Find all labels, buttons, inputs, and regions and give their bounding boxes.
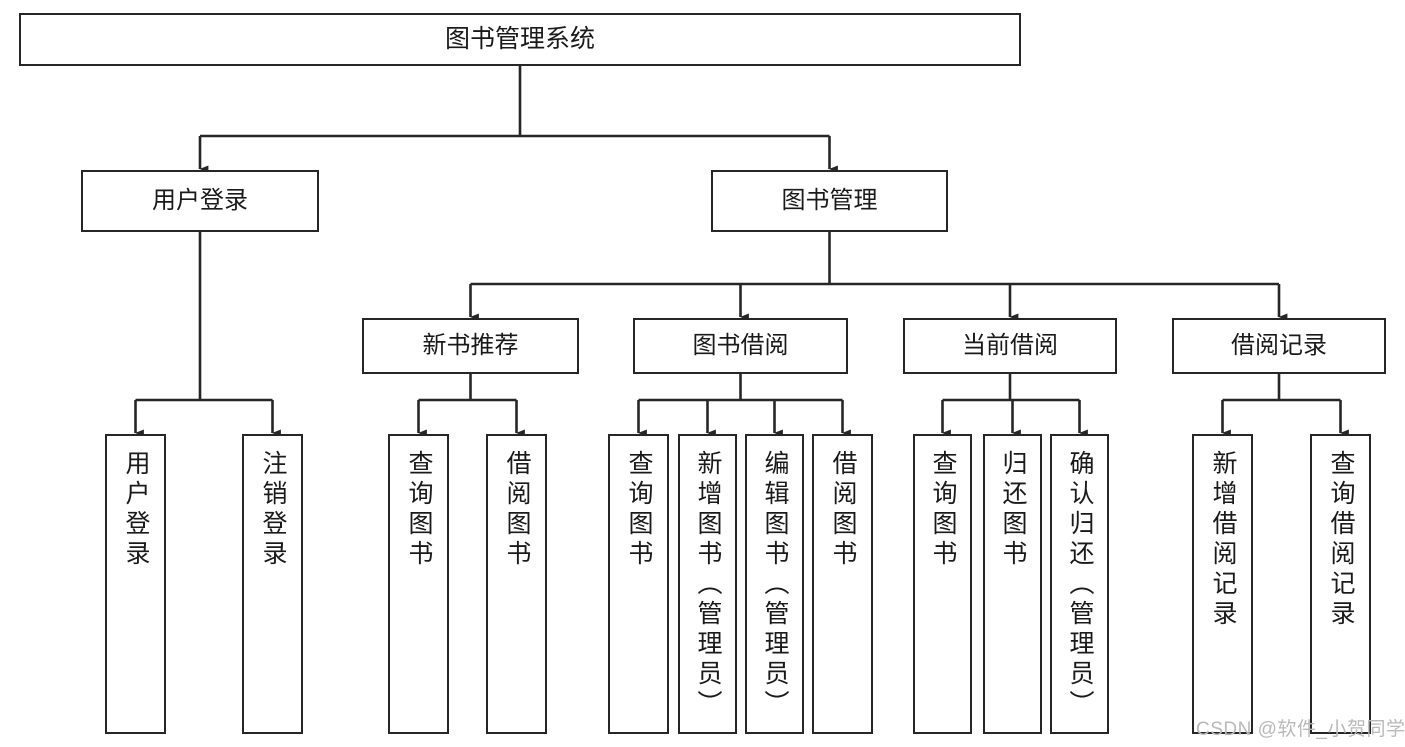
- node-leaf-cb-confirm[interactable]: 确认归还（管理员）: [1050, 434, 1109, 734]
- node-leaf-user-logout[interactable]: 注销登录: [242, 434, 303, 734]
- node-label-leaf-user-logout: 注销登录: [259, 450, 287, 570]
- node-label-leaf-cb-query: 查询图书: [929, 450, 957, 570]
- node-label-new-book-rec: 新书推荐: [422, 331, 519, 359]
- node-leaf-br-query[interactable]: 查询借阅记录: [1310, 434, 1371, 734]
- node-root[interactable]: 图书管理系统: [19, 13, 1021, 66]
- node-leaf-bb-borrow[interactable]: 借阅图书: [812, 434, 873, 734]
- node-leaf-rec-query[interactable]: 查询图书: [388, 434, 449, 734]
- node-label-borrow-record: 借阅记录: [1231, 331, 1327, 359]
- node-book-borrow[interactable]: 图书借阅: [633, 318, 848, 374]
- node-label-leaf-rec-query: 查询图书: [405, 450, 433, 570]
- node-label-leaf-bb-query: 查询图书: [625, 450, 653, 570]
- node-leaf-bb-query[interactable]: 查询图书: [608, 434, 669, 734]
- node-label-leaf-user-login: 用户登录: [122, 450, 150, 570]
- node-label-leaf-cb-confirm: 确认归还（管理员）: [1066, 450, 1094, 720]
- node-label-user-login: 用户登录: [152, 186, 248, 214]
- node-label-leaf-bb-borrow: 借阅图书: [829, 450, 857, 570]
- node-leaf-rec-borrow[interactable]: 借阅图书: [486, 434, 547, 734]
- node-current-borrow[interactable]: 当前借阅: [903, 318, 1117, 374]
- node-new-book-rec[interactable]: 新书推荐: [362, 318, 579, 374]
- node-leaf-br-add[interactable]: 新增借阅记录: [1192, 434, 1253, 734]
- node-label-leaf-bb-add: 新增图书（管理员）: [694, 450, 722, 720]
- node-user-login[interactable]: 用户登录: [81, 170, 319, 232]
- node-borrow-record[interactable]: 借阅记录: [1172, 318, 1386, 374]
- node-label-leaf-rec-borrow: 借阅图书: [503, 450, 531, 570]
- node-label-leaf-br-query: 查询借阅记录: [1327, 450, 1355, 630]
- node-leaf-cb-return[interactable]: 归还图书: [983, 434, 1042, 734]
- node-leaf-cb-query[interactable]: 查询图书: [913, 434, 972, 734]
- node-leaf-bb-edit[interactable]: 编辑图书（管理员）: [745, 434, 804, 734]
- node-label-book-borrow: 图书借阅: [692, 331, 789, 359]
- node-label-leaf-cb-return: 归还图书: [999, 450, 1027, 570]
- node-label-leaf-bb-edit: 编辑图书（管理员）: [761, 450, 789, 720]
- node-leaf-bb-add[interactable]: 新增图书（管理员）: [678, 434, 737, 734]
- node-label-root: 图书管理系统: [444, 24, 595, 53]
- node-label-current-borrow: 当前借阅: [962, 331, 1058, 359]
- node-leaf-user-login[interactable]: 用户登录: [105, 434, 166, 734]
- node-book-manage[interactable]: 图书管理: [711, 170, 948, 232]
- node-label-book-manage: 图书管理: [781, 186, 878, 214]
- node-label-leaf-br-add: 新增借阅记录: [1209, 450, 1237, 630]
